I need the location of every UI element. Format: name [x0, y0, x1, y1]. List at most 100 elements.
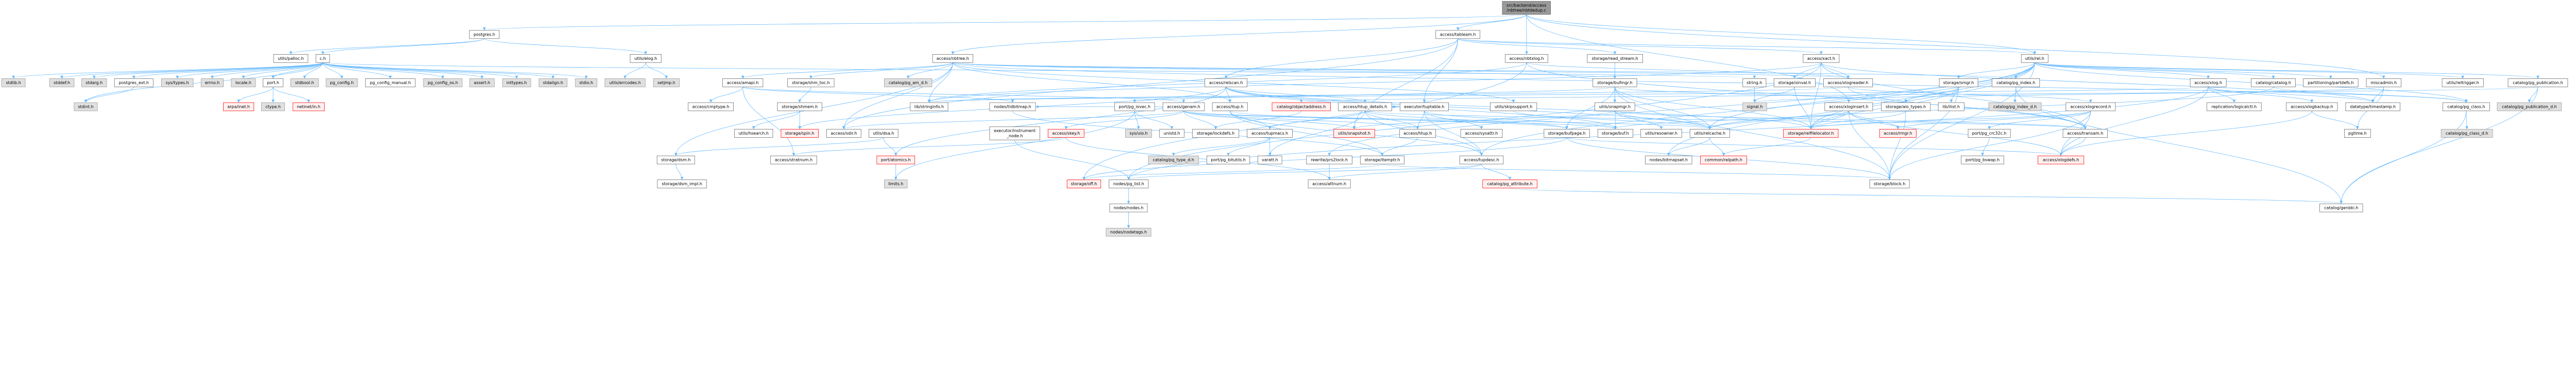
node-catalog-pg-index-h[interactable]: catalog/pg_index.h: [1992, 78, 2040, 87]
node-postgres-ext-h[interactable]: postgres_ext.h: [114, 78, 154, 87]
node-catalog-pg-publication-h[interactable]: catalog/pg_publication.h: [2507, 78, 2568, 87]
node-lib-ilist-h[interactable]: lib/ilist.h: [1938, 102, 1964, 111]
node-port-pg-bswap-h[interactable]: port/pg_bswap.h: [1961, 155, 2004, 165]
node-stdlib-h[interactable]: stdlib.h: [1, 78, 26, 87]
node-storage-smgr-h[interactable]: storage/smgr.h: [1939, 78, 1978, 87]
node-partitioning-partdefs-h[interactable]: partitioning/partdefs.h: [2303, 78, 2359, 87]
node-utils-relcache-h[interactable]: utils/relcache.h: [1689, 129, 1730, 138]
node-utils-snapmgr-h[interactable]: utils/snapmgr.h: [1595, 102, 1635, 111]
node-executor-instrument-node-h[interactable]: executor/instrument_node.h: [989, 126, 1040, 140]
node-access-xlogbackup-h[interactable]: access/xlogbackup.h: [2286, 102, 2338, 111]
node-stdarg-h[interactable]: stdarg.h: [81, 78, 107, 87]
node-access-tupdesc-h[interactable]: access/tupdesc.h: [1459, 155, 1504, 165]
node-string-h[interactable]: string.h: [1742, 78, 1767, 87]
node-access-nbtxlog-h[interactable]: access/nbtxlog.h: [1505, 54, 1548, 63]
node-nodes-pg-list-h[interactable]: nodes/pg_list.h: [1109, 180, 1149, 188]
node-utils-snapshot-h[interactable]: utils/snapshot.h: [1333, 129, 1375, 138]
node-storage-lockdefs-h[interactable]: storage/lockdefs.h: [1192, 129, 1240, 138]
node-catalog-pg-am-d-h[interactable]: catalog/pg_am_d.h: [884, 78, 933, 87]
node-stdbool-h[interactable]: stdbool.h: [290, 78, 319, 87]
node-storage-sinval-h[interactable]: storage/sinval.h: [1773, 78, 1816, 87]
node-storage-buf-h[interactable]: storage/buf.h: [1597, 129, 1633, 138]
node-sys-uio-h[interactable]: sys/uio.h: [1125, 129, 1152, 138]
node-signal-h[interactable]: signal.h: [1742, 102, 1767, 111]
node-access-tableam-h[interactable]: access/tableam.h: [1435, 30, 1481, 39]
node-access-xact-h[interactable]: access/xact.h: [1803, 54, 1840, 63]
node-replication-logicalctl-h[interactable]: replication/logicalctl.h: [2207, 102, 2262, 111]
node-nodes-nodetags-h[interactable]: nodes/nodetags.h: [1106, 227, 1151, 237]
node-access-skey-h[interactable]: access/skey.h: [1047, 129, 1084, 138]
node-utils-resowner-h[interactable]: utils/resowner.h: [1640, 129, 1682, 138]
node-stdint-h[interactable]: stdint.h: [74, 102, 98, 111]
node-postgres-h[interactable]: postgres.h: [469, 30, 500, 39]
node-access-stratnum-h[interactable]: access/stratnum.h: [770, 155, 817, 165]
node-utils-elog-h[interactable]: utils/elog.h: [630, 54, 662, 63]
node-catalog-pg-class-h[interactable]: catalog/pg_class.h: [2442, 102, 2490, 111]
node-port-pg-crc32c-h[interactable]: port/pg_crc32c.h: [1968, 129, 2011, 138]
node-lib-stringinfo-h[interactable]: lib/stringinfo.h: [910, 102, 948, 111]
node-storage-block-h[interactable]: storage/block.h: [1869, 180, 1910, 188]
node-storage-dsm-impl-h[interactable]: storage/dsm_impl.h: [657, 180, 707, 188]
node-port-pg-iovec-h[interactable]: port/pg_iovec.h: [1114, 102, 1155, 111]
node-utils-errcodes-h[interactable]: utils/errcodes.h: [604, 78, 646, 87]
node-nodes-tidbitmap-h[interactable]: nodes/tidbitmap.h: [989, 102, 1036, 111]
node-pg-config-manual-h[interactable]: pg_config_manual.h: [365, 78, 416, 87]
node-storage-off-h[interactable]: storage/off.h: [1066, 180, 1101, 188]
node-utils-rel-h[interactable]: utils/rel.h: [2021, 54, 2048, 63]
node-catalog-pg-type-d-h[interactable]: catalog/pg_type_d.h: [1148, 155, 1199, 165]
node-storage-spin-h[interactable]: storage/spin.h: [781, 129, 819, 138]
node-catalog-pg-class-d-h[interactable]: catalog/pg_class_d.h: [2441, 129, 2493, 138]
node-catalog-pg-index-d-h[interactable]: catalog/pg_index_d.h: [1988, 102, 2042, 111]
node-inttypes-h[interactable]: inttypes.h: [502, 78, 531, 87]
node-access-xlogreader-h[interactable]: access/xlogreader.h: [1823, 78, 1873, 87]
node-storage-shm-toc-h[interactable]: storage/shm_toc.h: [787, 78, 835, 87]
node-access-cmptype-h[interactable]: access/cmptype.h: [688, 102, 734, 111]
node-access-rmgr-h[interactable]: access/rmgr.h: [1879, 129, 1917, 138]
node-access-htup-details-h[interactable]: access/htup_details.h: [1338, 102, 1392, 111]
node-pg-config-h[interactable]: pg_config.h: [326, 78, 358, 87]
node-access-xlogdefs-h[interactable]: access/xlogdefs.h: [2038, 155, 2084, 165]
node-ctype-h[interactable]: ctype.h: [261, 102, 285, 111]
node-utils-dsa-h[interactable]: utils/dsa.h: [869, 129, 899, 138]
node-errno-h[interactable]: errno.h: [200, 78, 224, 87]
node-nodes-nodes-h[interactable]: nodes/nodes.h: [1109, 203, 1148, 213]
node-catalog-pg-publication-d-h[interactable]: catalog/pg_publication_d.h: [2497, 102, 2562, 111]
node-stdio-h[interactable]: stdio.h: [575, 78, 598, 87]
node-utils-hsearch-h[interactable]: utils/hsearch.h: [734, 129, 773, 138]
node-locale-h[interactable]: locale.h: [231, 78, 256, 87]
node-stddef-h[interactable]: stddef.h: [49, 78, 75, 87]
node-access-relscan-h[interactable]: access/relscan.h: [1205, 78, 1248, 87]
node-storage-read-stream-h[interactable]: storage/read_stream.h: [1587, 54, 1643, 63]
node-src-backend-access-nbtree-nbtdedup-c[interactable]: src/backend/access/nbtree/nbtdedup.c: [1502, 1, 1551, 15]
node-access-xlogrecord-h[interactable]: access/xlogrecord.h: [2065, 102, 2116, 111]
node-access-tupmacs-h[interactable]: access/tupmacs.h: [1247, 129, 1293, 138]
node-access-xlog-h[interactable]: access/xlog.h: [2190, 78, 2227, 87]
node-catalog-catalog-h[interactable]: catalog/catalog.h: [2251, 78, 2296, 87]
node-port-pg-bitutils-h[interactable]: port/pg_bitutils.h: [1206, 155, 1250, 165]
node-stdalign-h[interactable]: stdalign.h: [538, 78, 568, 87]
node-access-xloginsert-h[interactable]: access/xloginsert.h: [1824, 102, 1873, 111]
node-arpa-inet-h[interactable]: arpa/inet.h: [223, 102, 255, 111]
node-nodes-bitmapset-h[interactable]: nodes/bitmapset.h: [1645, 155, 1692, 165]
node-pg-config-os-h[interactable]: pg_config_os.h: [423, 78, 463, 87]
node-common-relpath-h[interactable]: common/relpath.h: [1700, 155, 1747, 165]
node-storage-shmem-h[interactable]: storage/shmem.h: [777, 102, 822, 111]
node-pgtime-h[interactable]: pgtime.h: [2344, 129, 2371, 138]
node-utils-palloc-h[interactable]: utils/palloc.h: [273, 54, 309, 63]
node-catalog-genbki-h[interactable]: catalog/genbki.h: [2319, 203, 2363, 213]
node-storage-relfilelocator-h[interactable]: storage/relfilelocator.h: [1783, 129, 1839, 138]
node-access-sysattr-h[interactable]: access/sysattr.h: [1460, 129, 1503, 138]
node-storage-bufpage-h[interactable]: storage/bufpage.h: [1544, 129, 1590, 138]
node-sys-types-h[interactable]: sys/types.h: [161, 78, 194, 87]
node-executor-tuptable-h[interactable]: executor/tuptable.h: [1399, 102, 1449, 111]
node-storage-bufmgr-h[interactable]: storage/bufmgr.h: [1592, 78, 1637, 87]
node-port-atomics-h[interactable]: port/atomics.h: [876, 155, 916, 165]
node-netinet-in-h[interactable]: netinet/in.h: [293, 102, 325, 111]
node-unistd-h[interactable]: unistd.h: [1159, 129, 1184, 138]
node-access-itup-h[interactable]: access/itup.h: [1212, 102, 1248, 111]
node-access-htup-h[interactable]: access/htup.h: [1399, 129, 1436, 138]
node-access-nbtree-h[interactable]: access/nbtree.h: [932, 54, 973, 63]
node-limits-h[interactable]: limits.h: [884, 180, 908, 188]
node-access-attnum-h[interactable]: access/attnum.h: [1308, 180, 1351, 188]
node-setjmp-h[interactable]: setjmp.h: [653, 78, 680, 87]
